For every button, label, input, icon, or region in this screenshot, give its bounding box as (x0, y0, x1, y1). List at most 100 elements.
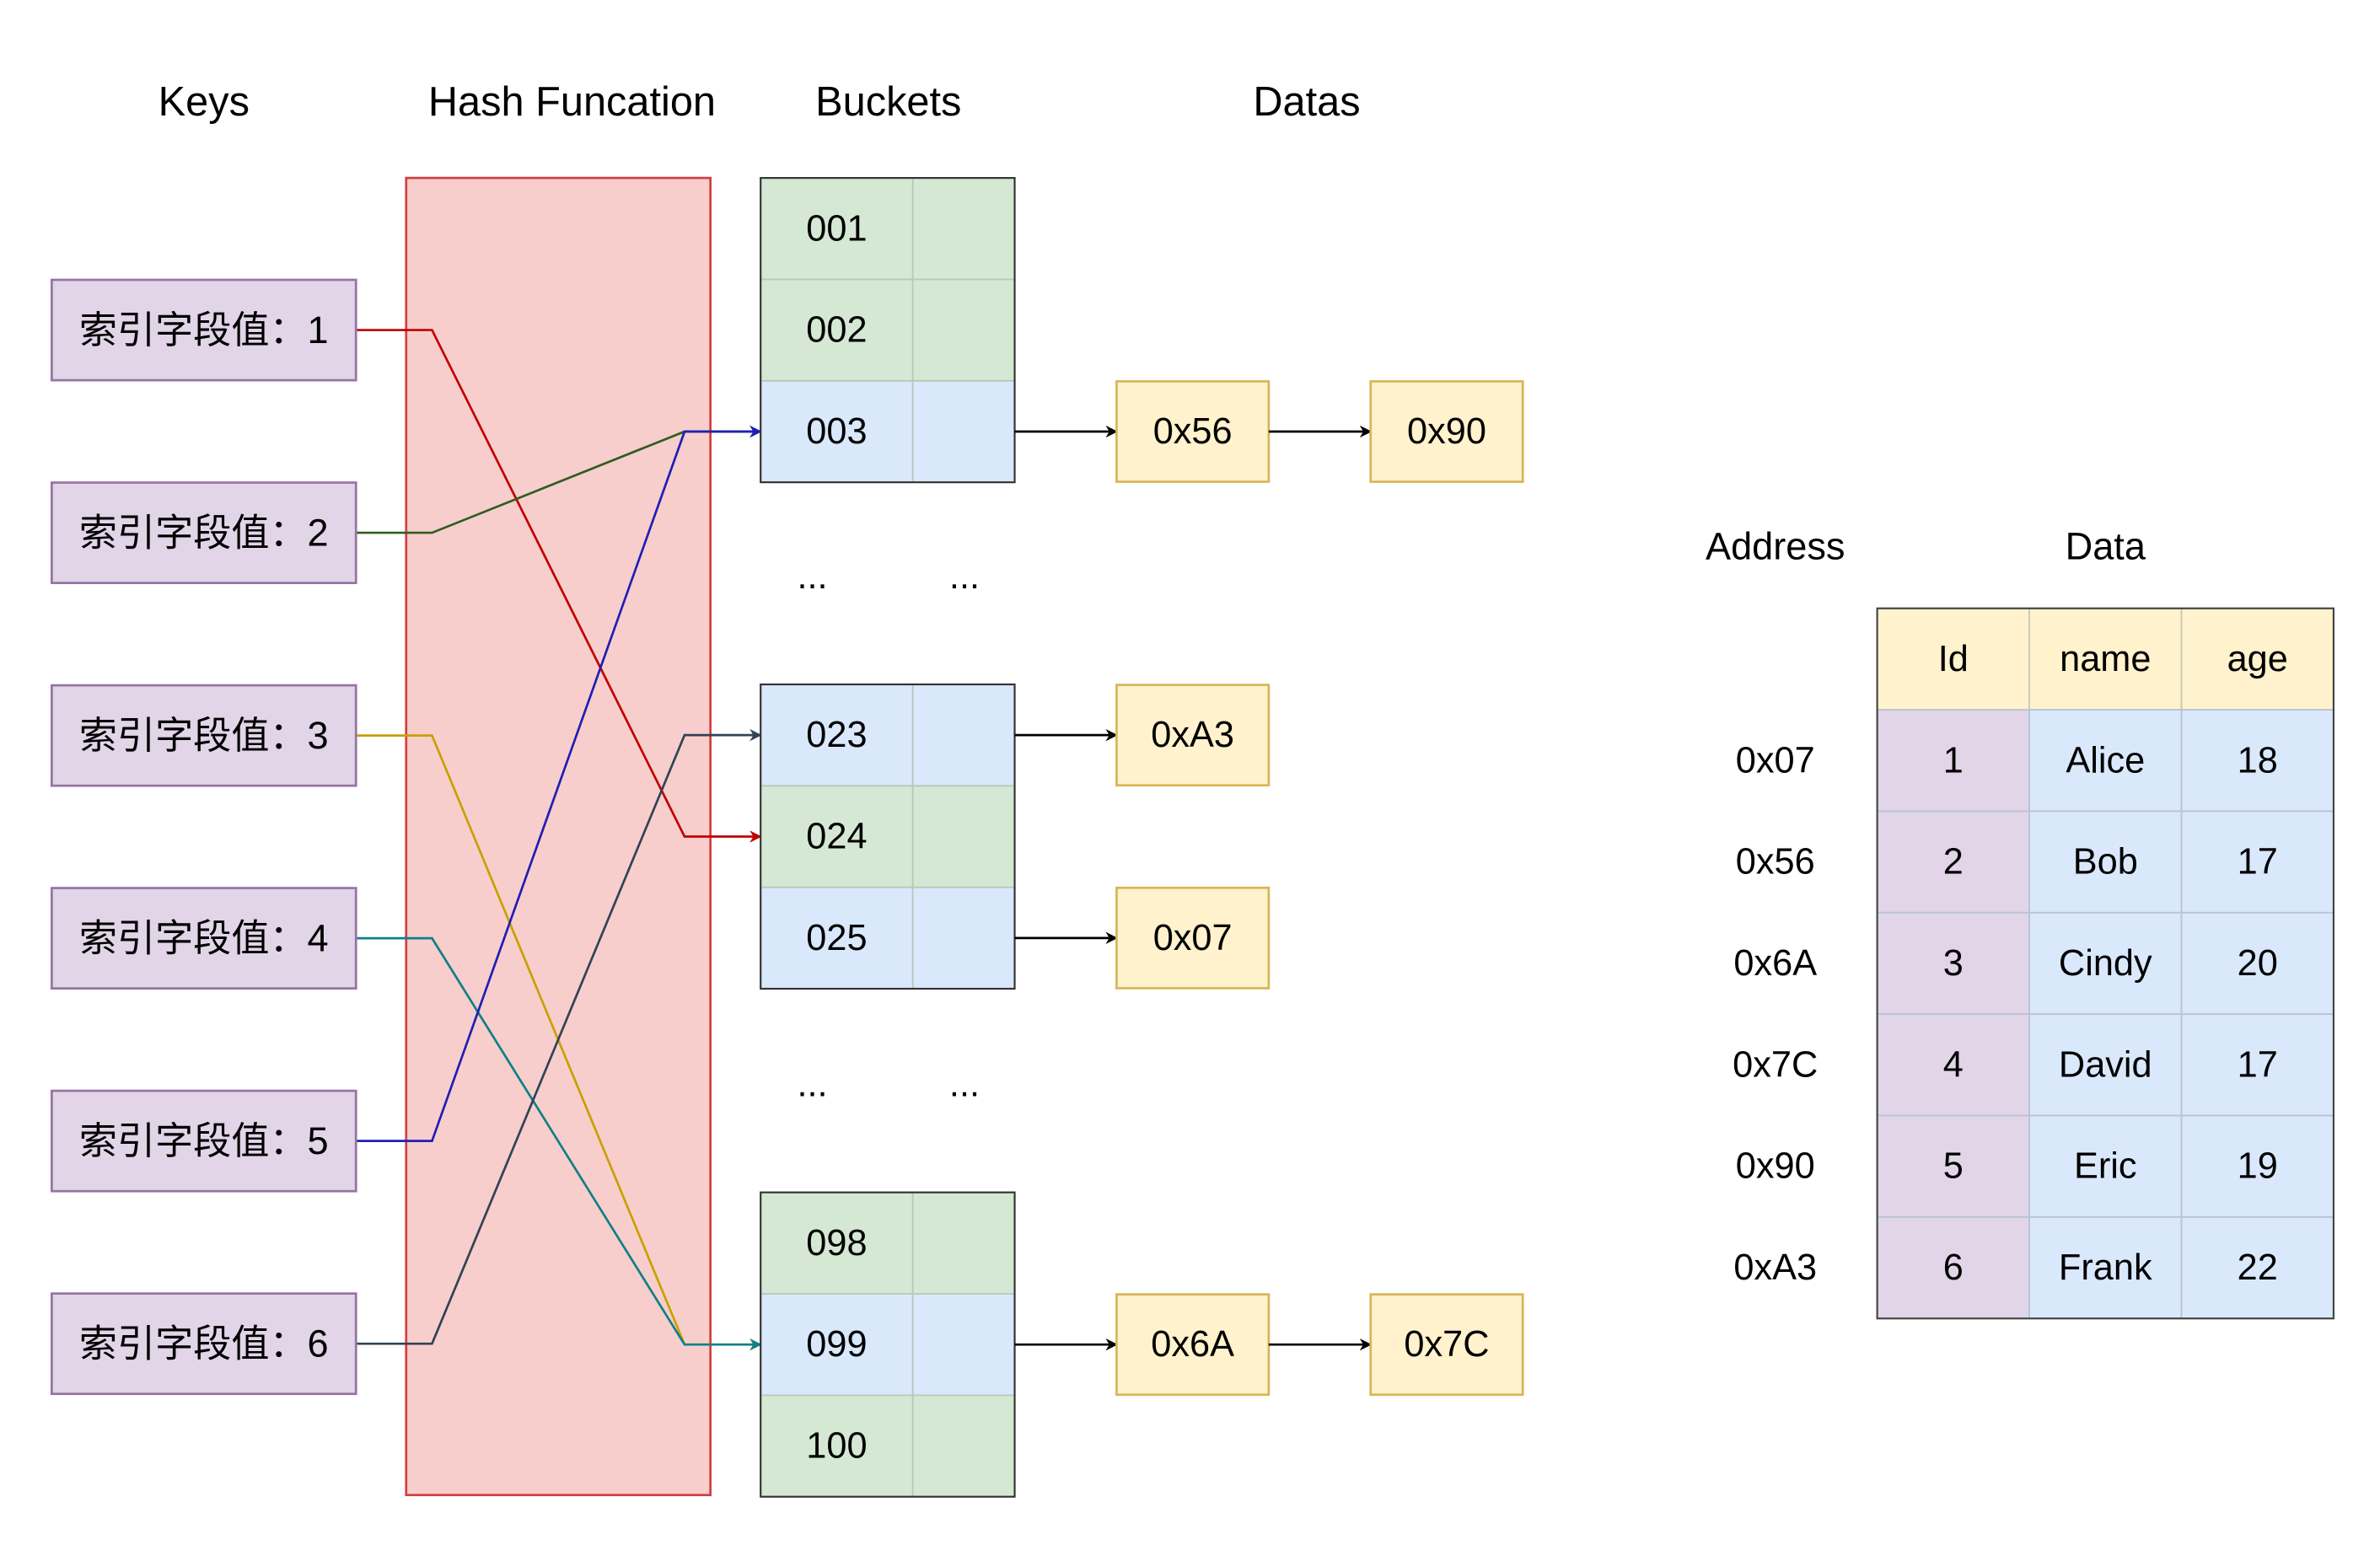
table-cell-value: Cindy (2059, 943, 2152, 984)
chain-023: 0xA3 (1014, 684, 1271, 787)
table-cell (2028, 1114, 2183, 1218)
table-cell (2180, 709, 2334, 813)
address-node: 0xA3 (1115, 684, 1271, 787)
bucket-098: 098 (760, 1192, 1015, 1295)
row-address: 0x7C (1733, 1044, 1818, 1085)
table-cell (2028, 1013, 2183, 1117)
bucket-ellipsis: ... (798, 556, 828, 597)
table-cell-value: 22 (2238, 1247, 2278, 1288)
key-mapping-lines (356, 329, 762, 1351)
table-header-cell (1876, 607, 2030, 711)
table-cell (1876, 1215, 2030, 1320)
buckets-header: Buckets (815, 79, 961, 125)
table-cell (2028, 1215, 2183, 1320)
bucket-cell (760, 1395, 1015, 1497)
key-box-background (50, 684, 357, 787)
bucket-group: 001 002 003 (760, 177, 1016, 484)
table-border (1876, 607, 2335, 1320)
hash-function-header: Hash Funcation (428, 79, 716, 125)
bucket-id: 002 (806, 310, 867, 351)
key-box-background (50, 481, 357, 584)
table-row: 6 Frank 22 (1876, 1215, 2334, 1320)
table-cell-value: 4 (1943, 1044, 1964, 1085)
table-cell (1876, 709, 2030, 813)
bucket-cell (760, 1192, 1015, 1295)
bucket-002: 002 (760, 279, 1015, 381)
bucket-group-border (760, 177, 1016, 484)
table-cell-value: David (2059, 1044, 2152, 1085)
table-cell (2028, 911, 2183, 1016)
key-4-hash-line (356, 936, 762, 1351)
table-cell-value: Alice (2066, 740, 2145, 781)
address-node: 0x07 (1115, 886, 1271, 990)
bucket-id: 023 (806, 715, 867, 755)
address-node: 0x56 (1115, 380, 1271, 483)
key-box-3: 索引字段值：3 (50, 684, 357, 787)
table-cell (1876, 810, 2030, 914)
table-cell-value: Bob (2073, 842, 2138, 882)
key-list: 索引字段值：1索引字段值：2索引字段值：3索引字段值：4索引字段值：5索引字段值… (50, 278, 357, 1396)
bucket-cell (760, 1294, 1015, 1396)
address-node-box (1115, 684, 1271, 787)
table-cell-value: 20 (2238, 943, 2278, 984)
data-header: Data (2066, 524, 2146, 567)
bucket-id: 099 (806, 1324, 867, 1365)
address-node-label: 0x90 (1407, 411, 1486, 452)
address-node-box (1115, 380, 1271, 483)
bucket-ellipsis: ... (949, 1065, 980, 1105)
bucket-id: 024 (806, 817, 867, 857)
table-cell (2028, 810, 2183, 914)
row-address: 0x6A (1733, 943, 1817, 984)
key-1-hash-line (356, 329, 762, 843)
table-header-age: age (2227, 639, 2288, 679)
table-cell-value: 19 (2238, 1146, 2278, 1187)
key-box-background (50, 1089, 357, 1193)
address-node-label: 0x56 (1153, 411, 1233, 452)
bucket-025: 025 (760, 887, 1015, 990)
key-label: 索引字段值：6 (79, 1322, 329, 1365)
bucket-099: 099 (760, 1294, 1015, 1396)
table-header-id: Id (1938, 639, 1969, 679)
table-header-cell (2028, 607, 2183, 711)
key-label: 索引字段值：2 (79, 512, 329, 555)
table-cell-value: 18 (2238, 740, 2278, 781)
address-chains: 0x56 0x90 0xA3 0x07 0x6A 0x7C (1014, 380, 1524, 1397)
table-cell-value: 5 (1943, 1146, 1964, 1187)
bucket-cell (760, 380, 1015, 483)
address-node-box (1115, 1293, 1271, 1397)
bucket-id: 100 (806, 1426, 867, 1467)
key-label: 索引字段值：1 (79, 308, 329, 351)
bucket-003: 003 (760, 380, 1015, 483)
key-6-hash-line (356, 728, 762, 1345)
bucket-id: 003 (806, 411, 867, 452)
key-box-2: 索引字段值：2 (50, 481, 357, 584)
chain-099: 0x6A 0x7C (1014, 1293, 1524, 1397)
chain-003: 0x56 0x90 (1014, 380, 1524, 483)
table-cell-value: 6 (1943, 1247, 1964, 1288)
table-cell-value: Eric (2074, 1146, 2137, 1187)
address-node-label: 0x6A (1151, 1324, 1234, 1365)
bucket-023: 023 (760, 684, 1015, 786)
bucket-001: 001 (760, 178, 1015, 280)
bucket-cell (760, 178, 1015, 280)
key-box-5: 索引字段值：5 (50, 1089, 357, 1193)
table-row: 5 Eric 19 (1876, 1114, 2334, 1218)
key-label: 索引字段值：3 (79, 714, 329, 757)
key-label: 索引字段值：5 (79, 1119, 329, 1162)
table-cell-value: 1 (1943, 740, 1964, 781)
table-header-name: name (2060, 639, 2151, 679)
address-node-label: 0xA3 (1151, 715, 1234, 755)
table-cell-value: Frank (2059, 1247, 2152, 1288)
address-node: 0x7C (1369, 1293, 1524, 1397)
row-address: 0x07 (1736, 740, 1815, 781)
address-node-label: 0x7C (1404, 1324, 1489, 1365)
key-5-hash-line (356, 425, 762, 1143)
bucket-024: 024 (760, 786, 1015, 888)
bucket-cell (760, 786, 1015, 888)
